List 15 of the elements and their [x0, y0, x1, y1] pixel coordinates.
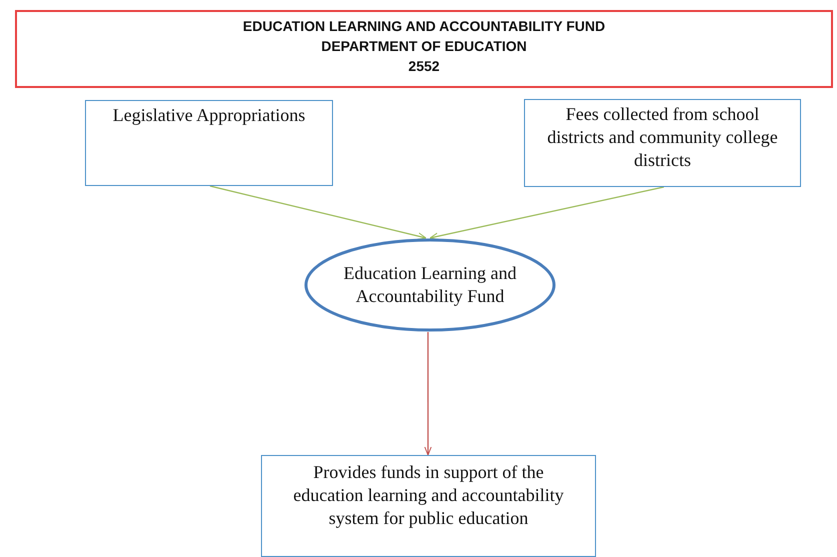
title-box	[15, 10, 833, 88]
heading-text: EDUCATION LEARNING AND ACCOUNTABILITY FUND	[242, 17, 606, 36]
node-text: Fees collected from school districts and community college districts	[546, 103, 779, 172]
process-box	[524, 99, 801, 187]
node-text: Provides funds in support of the education learning and accountability system for public education	[292, 461, 565, 530]
process-box	[85, 100, 333, 186]
arrow	[430, 186, 664, 240]
node-text: Education Learning and Accountability Fund	[342, 262, 518, 308]
fund-ellipse	[304, 238, 556, 332]
arrow	[424, 332, 432, 456]
arrow	[210, 185, 426, 240]
heading-text: DEPARTMENT OF EDUCATION	[321, 37, 527, 56]
node-text: Legislative Appropriations	[112, 104, 306, 127]
process-box	[261, 455, 596, 557]
heading-text: 2552	[408, 57, 440, 76]
